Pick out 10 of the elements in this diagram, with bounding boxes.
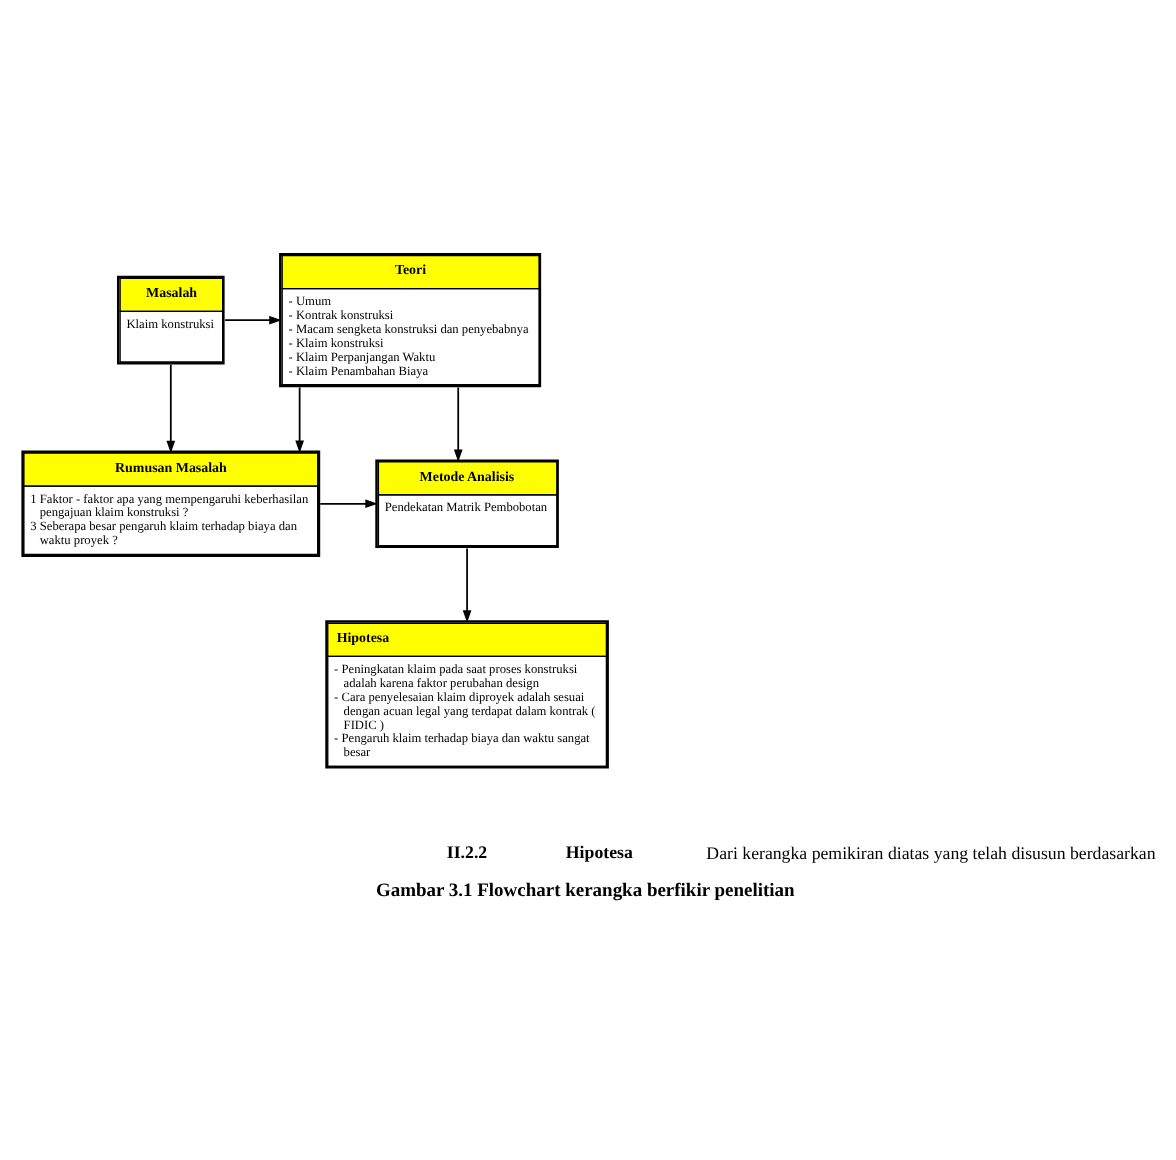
caption: Gambar 3.1 Flowchart kerangka berfikir penelitian — [375, 881, 795, 902]
arrow — [295, 385, 304, 452]
arrow — [166, 362, 176, 453]
label: Hipotesa — [565, 840, 633, 861]
arrow — [319, 498, 378, 508]
arrow — [462, 546, 472, 622]
label: II.2.2 — [446, 840, 488, 861]
arrow — [224, 314, 282, 324]
arrow — [453, 385, 463, 461]
label: Dari kerangka pemikiran diatas yang telah disusun berdasarkan — [706, 842, 1156, 863]
